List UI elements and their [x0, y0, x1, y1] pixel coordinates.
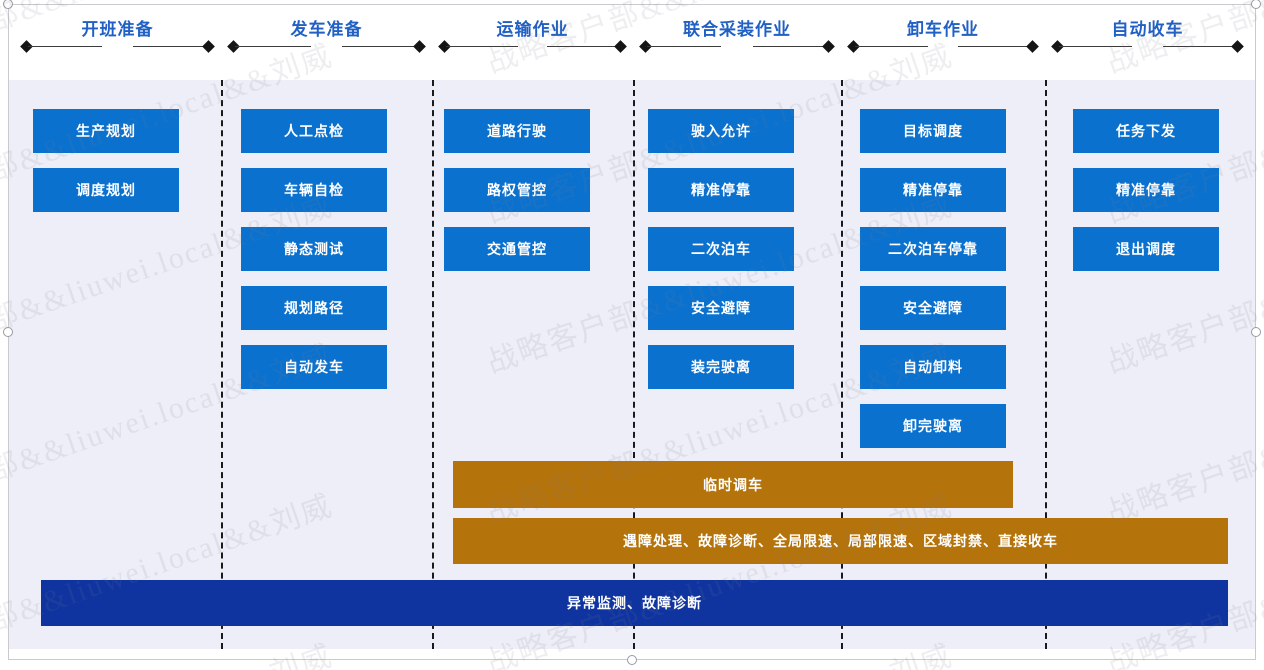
- bar-anomaly-monitor[interactable]: 异常监测、故障诊断: [41, 580, 1228, 626]
- phase-header-3[interactable]: 运输作业: [432, 5, 633, 80]
- task-box[interactable]: 静态测试: [241, 227, 387, 271]
- task-box[interactable]: 装完驶离: [648, 345, 794, 389]
- task-box[interactable]: 自动发车: [241, 345, 387, 389]
- phase-header-4[interactable]: 联合采装作业: [633, 5, 841, 80]
- bar-fault-handling[interactable]: 遇障处理、故障诊断、全局限速、局部限速、区域封禁、直接收车: [453, 518, 1228, 564]
- connector-line-right: [547, 46, 619, 47]
- connector-line-right: [1162, 46, 1236, 47]
- diamond-marker-end-icon: [1231, 40, 1244, 53]
- connector-line-right: [958, 46, 1031, 47]
- task-box[interactable]: 精准停靠: [648, 168, 794, 212]
- phase-connector-2: [227, 40, 426, 53]
- phase-connector-5: [847, 40, 1039, 53]
- phase-title-3: 运输作业: [496, 20, 569, 39]
- phase-title-2: 发车准备: [290, 20, 363, 39]
- diamond-marker-end-icon: [822, 40, 835, 53]
- phase-connector-4: [639, 40, 835, 53]
- task-box[interactable]: 二次泊车停靠: [860, 227, 1006, 271]
- phase-header-2[interactable]: 发车准备: [221, 5, 432, 80]
- task-box[interactable]: 二次泊车: [648, 227, 794, 271]
- column-divider-5: [1045, 80, 1047, 649]
- task-box[interactable]: 精准停靠: [860, 168, 1006, 212]
- task-box[interactable]: 驶入允许: [648, 109, 794, 153]
- column-divider-2: [432, 80, 434, 649]
- diamond-marker-end-icon: [1026, 40, 1039, 53]
- connector-line-left: [446, 46, 518, 47]
- task-box[interactable]: 安全避障: [648, 286, 794, 330]
- task-box[interactable]: 退出调度: [1073, 227, 1219, 271]
- resize-handle-middle-right[interactable]: [1251, 327, 1261, 337]
- task-box[interactable]: 生产规划: [33, 109, 179, 153]
- phase-header-5[interactable]: 卸车作业: [841, 5, 1045, 80]
- task-box[interactable]: 安全避障: [860, 286, 1006, 330]
- task-box[interactable]: 调度规划: [33, 168, 179, 212]
- resize-handle-middle-left[interactable]: [3, 327, 13, 337]
- connector-line-left: [855, 46, 928, 47]
- column-divider-4: [841, 80, 843, 649]
- connector-line-right: [342, 46, 418, 47]
- connector-line-left: [647, 46, 722, 47]
- task-box[interactable]: 精准停靠: [1073, 168, 1219, 212]
- task-box[interactable]: 车辆自检: [241, 168, 387, 212]
- resize-handle-top-right[interactable]: [1251, 0, 1261, 9]
- task-box[interactable]: 目标调度: [860, 109, 1006, 153]
- phase-title-4: 联合采装作业: [683, 20, 791, 39]
- connector-line-right: [752, 46, 827, 47]
- phase-title-1: 开班准备: [81, 20, 154, 39]
- phase-header-1[interactable]: 开班准备: [14, 5, 221, 80]
- task-box[interactable]: 自动卸料: [860, 345, 1006, 389]
- task-box[interactable]: 交通管控: [444, 227, 590, 271]
- connector-line-left: [235, 46, 311, 47]
- column-divider-3: [633, 80, 635, 649]
- connector-line-right: [132, 46, 207, 47]
- bar-temp-dispatch[interactable]: 临时调车: [453, 461, 1013, 508]
- diamond-marker-end-icon: [614, 40, 627, 53]
- phase-connector-1: [20, 40, 215, 53]
- task-box[interactable]: 规划路径: [241, 286, 387, 330]
- phase-title-6: 自动收车: [1111, 20, 1184, 39]
- task-box[interactable]: 道路行驶: [444, 109, 590, 153]
- diamond-marker-end-icon: [202, 40, 215, 53]
- task-box[interactable]: 卸完驶离: [860, 404, 1006, 448]
- phase-connector-3: [438, 40, 627, 53]
- phase-header-6[interactable]: 自动收车: [1045, 5, 1250, 80]
- task-box[interactable]: 人工点检: [241, 109, 387, 153]
- phase-connector-6: [1051, 40, 1244, 53]
- phase-header-band: 开班准备 发车准备 运输作业: [8, 5, 1256, 80]
- connector-line-left: [28, 46, 103, 47]
- diamond-marker-end-icon: [413, 40, 426, 53]
- task-box[interactable]: 任务下发: [1073, 109, 1219, 153]
- resize-handle-bottom-center[interactable]: [627, 655, 637, 665]
- connector-line-left: [1059, 46, 1133, 47]
- column-divider-1: [221, 80, 223, 649]
- task-box[interactable]: 路权管控: [444, 168, 590, 212]
- phase-title-5: 卸车作业: [907, 20, 979, 39]
